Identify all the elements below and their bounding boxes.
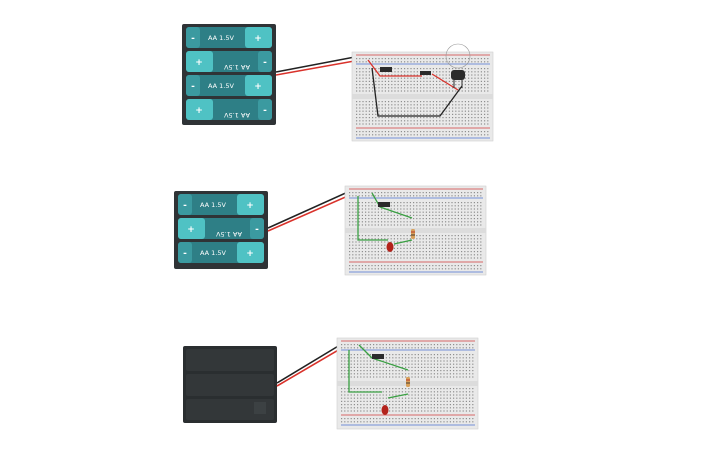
circuit-4aa-potentiometer: AA 1.5V + - AA 1.5V + - AA 1.5V + - (182, 24, 494, 142)
plus-sign: + (195, 58, 203, 68)
switch-icon (254, 402, 266, 414)
breadboard-holes (356, 58, 489, 136)
transistor[interactable] (380, 67, 392, 72)
led[interactable] (386, 242, 394, 252)
plus-sign: + (187, 225, 195, 235)
resistor[interactable] (406, 377, 410, 387)
battery-label: AA 1.5V (208, 82, 234, 90)
plus-sign: + (246, 201, 254, 211)
battery-cell (186, 399, 274, 420)
minus-sign: - (183, 201, 187, 211)
wire-black[interactable] (267, 190, 356, 229)
wire-green[interactable] (387, 393, 409, 399)
wire-red[interactable] (276, 348, 346, 387)
minus-sign: - (263, 106, 267, 116)
plus-sign: + (254, 82, 262, 92)
minus-sign: - (191, 34, 195, 44)
battery-label: AA 1.5V (223, 63, 249, 71)
wire-green[interactable] (357, 196, 388, 241)
potentiometer[interactable] (445, 43, 471, 88)
minus-sign: - (191, 82, 195, 92)
wire-black[interactable] (371, 67, 463, 117)
battery-cell (186, 374, 274, 396)
led[interactable] (381, 405, 389, 415)
battery-cell: AA 1.5V + - (186, 99, 272, 120)
circuit-3aa-led: AA 1.5V + - AA 1.5V + - AA 1.5V + - (174, 185, 487, 276)
minus-sign: - (183, 249, 187, 259)
plus-sign: + (246, 249, 254, 259)
battery-cell (186, 349, 274, 371)
wire-green[interactable] (393, 239, 413, 245)
battery-label: AA 1.5V (223, 111, 249, 119)
battery-cell: AA 1.5V + - (178, 194, 264, 215)
circuit-battery-box-led (183, 337, 479, 430)
transistor[interactable] (378, 202, 390, 207)
battery-pack-3aa[interactable]: AA 1.5V + - AA 1.5V + - AA 1.5V + - (174, 191, 268, 269)
resistor[interactable] (420, 71, 431, 75)
battery-cell: AA 1.5V + - (178, 218, 264, 239)
plus-sign: + (254, 34, 262, 44)
battery-cell: AA 1.5V + - (178, 242, 264, 263)
breadboard-holes (349, 192, 482, 270)
breadboard[interactable] (344, 185, 487, 276)
battery-label: AA 1.5V (208, 34, 234, 42)
battery-pack-4aa[interactable]: AA 1.5V + - AA 1.5V + - AA 1.5V + - (182, 24, 276, 125)
battery-label: AA 1.5V (200, 201, 226, 209)
breadboard[interactable] (351, 51, 494, 142)
battery-cell: AA 1.5V + - (186, 51, 272, 72)
battery-cell: AA 1.5V + - (186, 75, 272, 96)
minus-sign: - (263, 58, 267, 68)
battery-pack-closed[interactable] (183, 346, 277, 423)
plus-sign: + (195, 106, 203, 116)
resistor[interactable] (411, 229, 415, 239)
minus-sign: - (255, 225, 259, 235)
transistor[interactable] (372, 354, 384, 359)
wire-red[interactable] (267, 194, 356, 232)
wire-green[interactable] (348, 350, 382, 393)
battery-label: AA 1.5V (215, 230, 241, 238)
battery-cell: AA 1.5V + - (186, 27, 272, 48)
wire-red[interactable] (367, 59, 422, 77)
battery-label: AA 1.5V (200, 249, 226, 257)
